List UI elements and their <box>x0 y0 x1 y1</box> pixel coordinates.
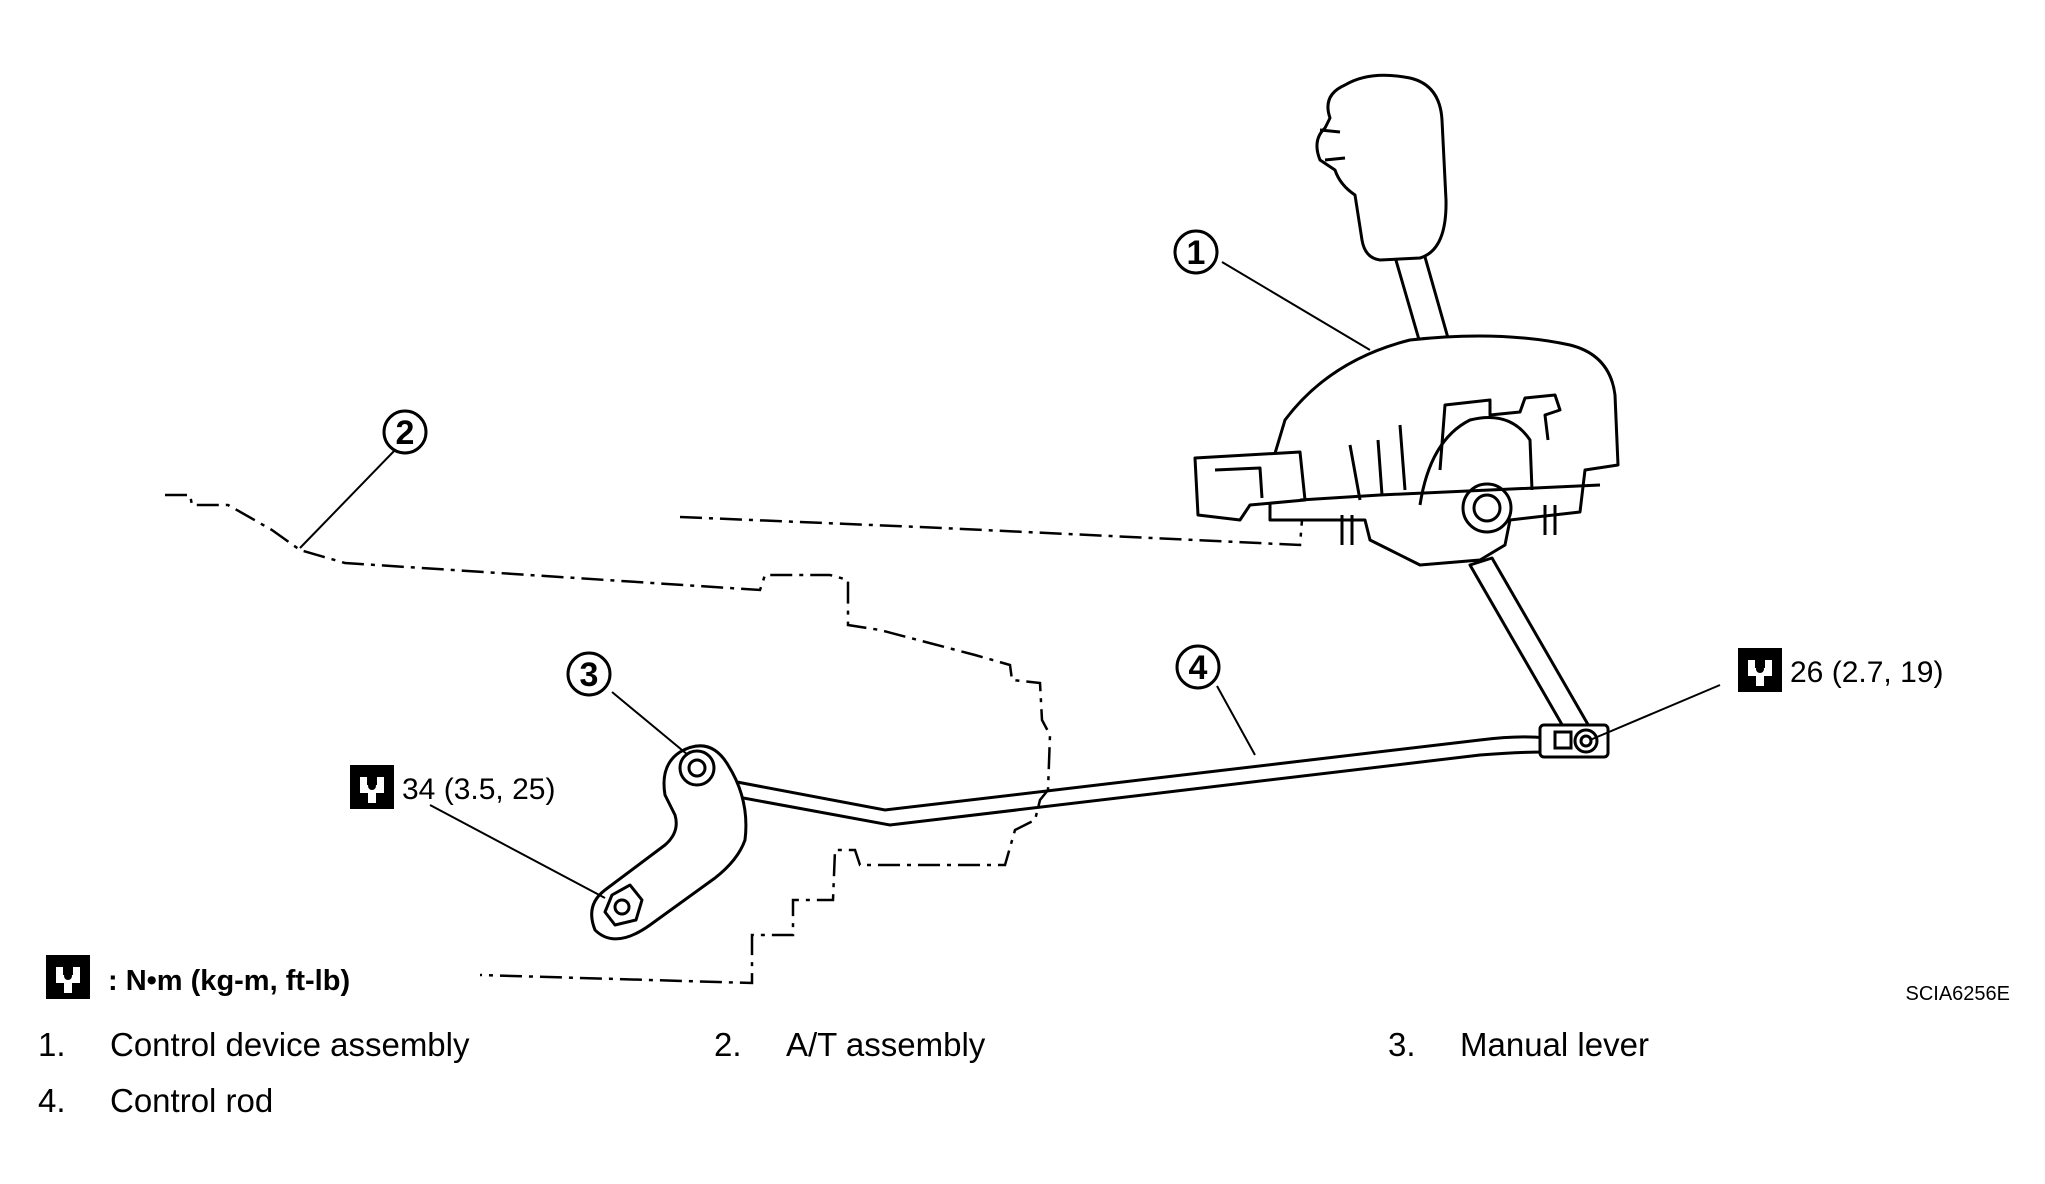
part-number: 4. <box>38 1082 66 1119</box>
legend-text: : N•m (kg-m, ft-lb) <box>108 965 350 997</box>
part-name: A/T assembly <box>786 1026 986 1063</box>
callout-4: 4 <box>1175 644 1221 690</box>
at-assembly-outline <box>165 493 1304 985</box>
part-name: Control rod <box>110 1082 274 1119</box>
torque-spec-lower: 34 (3.5, 25) <box>402 773 555 806</box>
part-number: 3. <box>1388 1026 1416 1063</box>
part-name: Manual lever <box>1460 1026 1649 1063</box>
torque-spec-upper: 26 (2.7, 19) <box>1790 656 1943 689</box>
control-rod <box>699 730 1561 827</box>
callout-3-label: 3 <box>580 656 599 694</box>
control-device-assembly <box>1193 73 1620 737</box>
callout-2-label: 2 <box>396 414 415 452</box>
torque-wrench-icon <box>46 955 90 999</box>
callout-1: 1 <box>1173 229 1219 275</box>
callout-4-label: 4 <box>1189 649 1208 687</box>
torque-wrench-icon <box>1738 648 1782 692</box>
callout-1-label: 1 <box>1187 234 1206 272</box>
rod-end-upper <box>1538 723 1610 759</box>
callout-3: 3 <box>566 651 612 697</box>
part-number: 1. <box>38 1026 66 1063</box>
manual-lever <box>590 744 748 941</box>
part-name: Control device assembly <box>110 1026 470 1063</box>
part-number: 2. <box>714 1026 742 1063</box>
torque-wrench-icon <box>350 765 394 809</box>
figure-code: SCIA6256E <box>1905 983 2010 1005</box>
leader-lines <box>299 261 1721 899</box>
callout-2: 2 <box>382 409 428 455</box>
